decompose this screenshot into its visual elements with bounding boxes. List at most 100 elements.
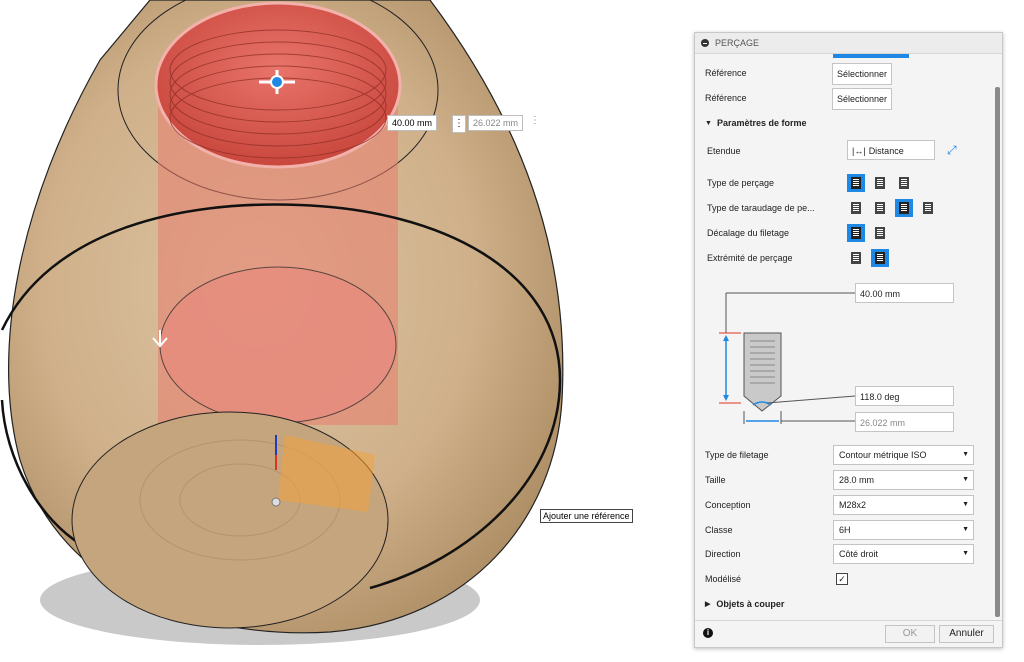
sketch-plane	[278, 435, 375, 512]
hole-type-label: Type de perçage	[707, 178, 775, 188]
section-shape-label: Paramètres de forme	[716, 118, 807, 128]
reference-select-label-1: Sélectionner	[837, 69, 888, 79]
diameter-value: 26.022 mm	[860, 418, 906, 428]
reference-label-2: Référence	[705, 93, 747, 103]
dimension-input[interactable]: 40.00 mm	[387, 115, 438, 131]
reference-select-button-2[interactable]: Sélectionner	[832, 88, 893, 110]
thread-offset-label: Décalage du filetage	[707, 228, 790, 238]
angle-input[interactable]: 118.0 deg	[855, 386, 954, 406]
size-value: 28.0 mm	[839, 475, 875, 485]
clearance-tap-icon[interactable]	[871, 199, 889, 217]
class-select[interactable]: 6H ▼	[833, 520, 974, 540]
simple-hole-icon[interactable]	[847, 174, 865, 192]
size-row: Taille	[705, 468, 726, 492]
size-label: Taille	[705, 475, 726, 485]
modeled-check-mark: ✓	[838, 574, 846, 584]
cancel-label: Annuler	[949, 628, 984, 639]
angle-point-icon[interactable]	[871, 249, 889, 267]
tooltip: Ajouter une référence	[540, 509, 633, 523]
counterbore-icon[interactable]	[871, 174, 889, 192]
dimension-secondary-menu-icon[interactable]: ⋮	[530, 115, 540, 126]
hole-diagram	[719, 292, 856, 424]
collapse-icon[interactable]	[701, 39, 709, 47]
tooltip-text: Ajouter une référence	[543, 511, 630, 521]
modeled-row: Modélisé	[705, 567, 741, 591]
hole-type-row: Type de perçage	[707, 171, 774, 195]
angle-value: 118.0 deg	[860, 392, 900, 402]
blue-tab-indicator	[833, 54, 909, 58]
depth-input[interactable]: 40.00 mm	[855, 283, 954, 303]
direction-select[interactable]: Côté droit ▼	[833, 544, 974, 564]
thread-type-value: Contour métrique ISO	[839, 450, 927, 460]
direction-row: Direction	[705, 542, 741, 566]
extent-value: Distance	[868, 146, 904, 156]
extent-select[interactable]: |↔|Distance	[847, 140, 935, 160]
section-shape-header[interactable]: ▼ Paramètres de forme	[705, 111, 806, 135]
extent-row: Etendue	[707, 139, 741, 163]
dimension-secondary[interactable]: 26.022 mm	[468, 115, 524, 131]
tap-type-label: Type de taraudage de pe...	[707, 203, 815, 213]
dialog-footer: i OK Annuler	[695, 620, 1002, 647]
reference-select-label-2: Sélectionner	[837, 94, 888, 104]
move-manipulator-icon[interactable]	[259, 70, 295, 94]
dimension-menu-icon[interactable]: ⋮	[452, 115, 466, 133]
objects-expand-icon[interactable]: ▶	[705, 601, 711, 608]
objects-section-header[interactable]: ▶ Objets à couper	[705, 592, 784, 616]
lower-face	[71, 411, 389, 629]
modeled-label: Modélisé	[705, 574, 742, 584]
ok-button[interactable]: OK	[885, 625, 935, 643]
partial-thread-icon[interactable]	[871, 224, 889, 242]
designation-value: M28x2	[839, 500, 867, 510]
designation-dropdown-icon: ▼	[962, 501, 969, 508]
objects-label: Objets à couper	[716, 599, 785, 609]
diameter-input[interactable]: 26.022 mm	[855, 412, 954, 432]
drill-point-label: Extrémité de perçage	[707, 253, 793, 263]
tapped-icon[interactable]	[895, 199, 913, 217]
class-dropdown-icon: ▼	[962, 526, 969, 533]
simple-tap-icon[interactable]	[847, 199, 865, 217]
full-thread-icon[interactable]	[847, 224, 865, 242]
info-icon[interactable]: i	[703, 628, 713, 638]
ok-label: OK	[902, 628, 918, 639]
direction-dropdown-icon: ▼	[962, 550, 969, 557]
dimension-secondary-value: 26.022 mm	[473, 118, 519, 128]
reference-row-1: Référence	[705, 61, 747, 85]
modeled-checkbox[interactable]: ✓	[836, 573, 848, 585]
section-ring	[0, 203, 562, 590]
dimension-value[interactable]: 40.00 mm	[392, 118, 433, 128]
countersink-icon[interactable]	[895, 174, 913, 192]
size-select[interactable]: 28.0 mm ▼	[833, 470, 974, 490]
reference-row-2: Référence	[705, 86, 747, 110]
tapered-tap-icon[interactable]	[919, 199, 937, 217]
hole-dialog[interactable]: PERÇAGE Référence Sélectionner Référence…	[694, 32, 1003, 648]
reference-label-1: Référence	[705, 68, 747, 78]
direction-value: Côté droit	[839, 549, 879, 559]
thread-type-row: Type de filetage	[705, 443, 769, 467]
direction-label: Direction	[705, 549, 741, 559]
panel-scrollbar[interactable]	[995, 87, 1000, 617]
distance-icon: |↔|	[852, 146, 866, 156]
thread-offset-row: Décalage du filetage	[707, 221, 789, 245]
dialog-header[interactable]: PERÇAGE	[695, 33, 1002, 54]
tap-type-row: Type de taraudage de pe...	[707, 196, 815, 220]
section-ring-left	[0, 399, 83, 547]
hole-bottom-circle	[159, 266, 397, 424]
designation-select[interactable]: M28x2 ▼	[833, 495, 974, 515]
dialog-title: PERÇAGE	[715, 38, 760, 48]
depth-value: 40.00 mm	[860, 289, 901, 299]
size-dropdown-icon: ▼	[962, 476, 969, 483]
direction-arrow-icon[interactable]	[152, 330, 168, 348]
class-value: 6H	[839, 525, 851, 535]
flat-point-icon[interactable]	[847, 249, 865, 267]
flip-direction-icon[interactable]: ⤢	[947, 143, 957, 157]
class-row: Classe	[705, 518, 733, 542]
section-expand-icon[interactable]: ▼	[705, 119, 712, 127]
cancel-button[interactable]: Annuler	[939, 625, 994, 643]
thread-type-label: Type de filetage	[705, 450, 769, 460]
reference-select-button-1[interactable]: Sélectionner	[832, 63, 893, 85]
thread-type-select[interactable]: Contour métrique ISO▼	[833, 445, 974, 465]
drill-point-row: Extrémité de perçage	[707, 246, 793, 270]
origin-point[interactable]	[271, 497, 281, 507]
